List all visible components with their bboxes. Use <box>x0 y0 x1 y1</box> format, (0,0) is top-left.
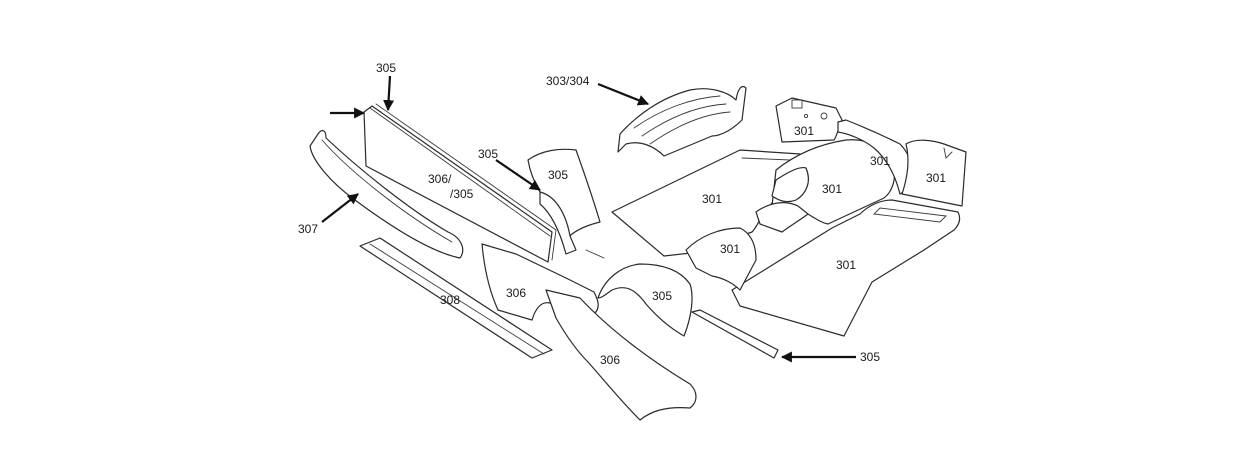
part-305-sill-strip <box>691 309 779 359</box>
label-307: 307 <box>298 222 318 236</box>
arrow-305-top <box>383 75 395 112</box>
label-301-firewall: 301 <box>794 124 814 138</box>
arrow-303-304 <box>597 82 650 106</box>
label-305-mid: 305 <box>478 147 498 161</box>
label-306-left: 306 <box>506 286 526 300</box>
part-306-lower-panel <box>545 289 697 421</box>
part-305-wheel-housing <box>585 249 693 337</box>
label-301-tunnel: 301 <box>822 182 842 196</box>
label-301-left: 301 <box>702 192 722 206</box>
label-301-arch: 301 <box>720 242 740 256</box>
label-305-panel: 305 <box>548 168 568 182</box>
label-301-right: 301 <box>926 171 946 185</box>
label-305-sill: 305 <box>860 350 880 364</box>
label-308: 308 <box>440 293 460 307</box>
label-306-bottom: 306 <box>600 353 620 367</box>
label-301-tunnel-top: 301 <box>870 154 890 168</box>
part-301-tunnel <box>755 139 896 233</box>
arrow-305-mid <box>495 159 541 191</box>
part-301-right-panel <box>901 139 967 207</box>
part-303-304-tunnel-cover <box>617 85 747 157</box>
part-301-floor-right <box>731 199 961 337</box>
label-305-top: 305 <box>376 61 396 75</box>
part-306-305-rear-panel <box>363 103 557 263</box>
label-301-floor-right: 301 <box>836 258 856 272</box>
label-306-305-line1: 306/ <box>428 172 452 186</box>
part-301-arch <box>685 227 757 291</box>
label-303-304: 303/304 <box>546 74 590 88</box>
label-306-305-line2: /305 <box>450 187 474 201</box>
arrow-307 <box>321 193 359 223</box>
part-308-rear-floor <box>359 237 553 359</box>
label-305-wheel: 305 <box>652 289 672 303</box>
